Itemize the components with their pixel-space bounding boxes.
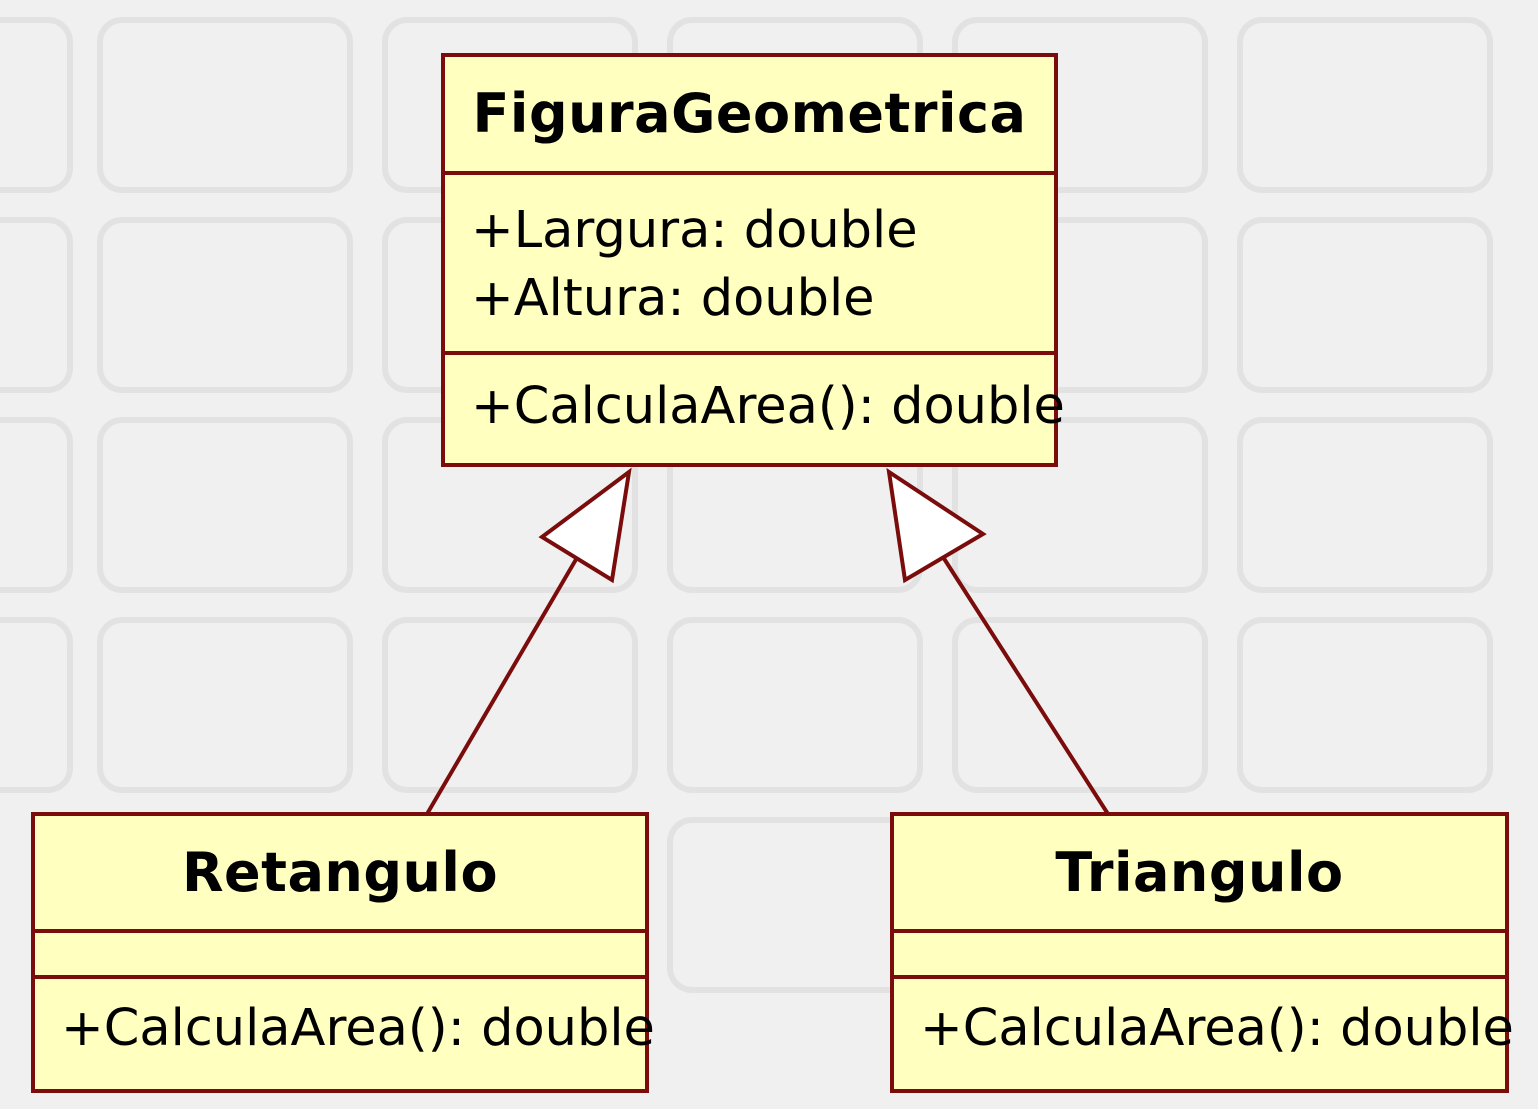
class-figura-geometrica[interactable]: FiguraGeometrica +Largura: double +Altur… — [441, 53, 1065, 467]
class-triangulo[interactable]: Triangulo +CalculaArea(): double — [890, 812, 1514, 1093]
class-operations: +CalculaArea(): double — [894, 979, 1514, 1063]
attribute-largura: +Largura: double — [471, 201, 918, 260]
class-name: FiguraGeometrica — [445, 57, 1054, 175]
class-retangulo[interactable]: Retangulo +CalculaArea(): double — [31, 812, 655, 1093]
operation-calcula-area: +CalculaArea(): double — [920, 999, 1514, 1058]
class-operations: +CalculaArea(): double — [445, 355, 1065, 441]
operation-calcula-area: +CalculaArea(): double — [471, 377, 1065, 436]
class-name: Triangulo — [894, 816, 1505, 933]
class-attributes: +Largura: double +Altura: double — [445, 175, 1054, 355]
operation-calcula-area: +CalculaArea(): double — [61, 999, 655, 1058]
class-attributes — [35, 933, 645, 979]
class-attributes — [894, 933, 1505, 979]
class-operations: +CalculaArea(): double — [35, 979, 655, 1063]
attribute-altura: +Altura: double — [471, 269, 875, 328]
class-name: Retangulo — [35, 816, 645, 933]
